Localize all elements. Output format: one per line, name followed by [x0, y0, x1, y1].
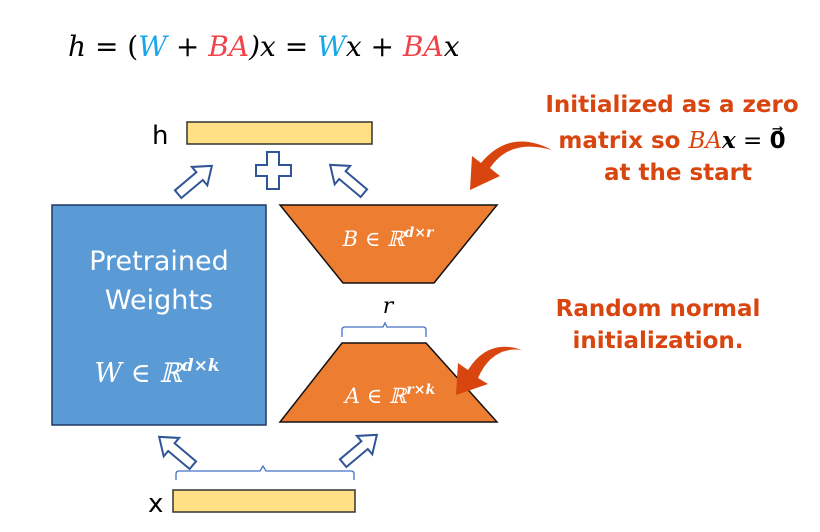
arrow-up-right-icon: [338, 433, 379, 469]
B-matrix-block: [278, 204, 499, 284]
arrow-up-right-icon: [173, 164, 214, 200]
svg-text:at the start: at the start: [604, 160, 752, 186]
x-vector: [172, 489, 356, 513]
rank-label: r: [383, 294, 395, 319]
pretrained-label: Pretrained: [89, 246, 229, 277]
plus-icon: [255, 151, 292, 190]
svg-text:initialization.: initialization.: [572, 328, 743, 354]
h-label: h: [152, 121, 168, 151]
curved-arrow-icon: [470, 141, 552, 190]
arrow-up-left-icon: [157, 435, 198, 471]
input-brace: [175, 464, 355, 480]
curved-arrow-icon: [456, 346, 522, 395]
A-dimension: A ∈ ℝr×k: [343, 382, 436, 408]
W-dimension: W ∈ ℝd×k: [94, 356, 219, 389]
equation: h = (W + BA)x = Wx + BAx: [68, 30, 460, 63]
arrow-up-left-icon: [328, 163, 369, 199]
pretrained-weights-block: [51, 204, 267, 426]
svg-text:Initialized as a zero: Initialized as a zero: [545, 92, 798, 118]
A-matrix-block: [278, 342, 499, 423]
rank-brace: [341, 321, 427, 337]
random-init-annotation: Random normal initialization.: [556, 296, 761, 354]
zero-init-annotation: Initialized as a zero matrix so BAx = 0⃗…: [545, 92, 798, 186]
weights-label: Weights: [105, 285, 213, 316]
svg-text:matrix so BAx = 0⃗: matrix so BAx = 0⃗: [558, 126, 785, 154]
x-label: x: [148, 489, 163, 519]
B-dimension: B ∈ ℝd×r: [342, 225, 435, 251]
h-vector: [186, 121, 373, 145]
svg-text:Random normal: Random normal: [556, 296, 761, 322]
